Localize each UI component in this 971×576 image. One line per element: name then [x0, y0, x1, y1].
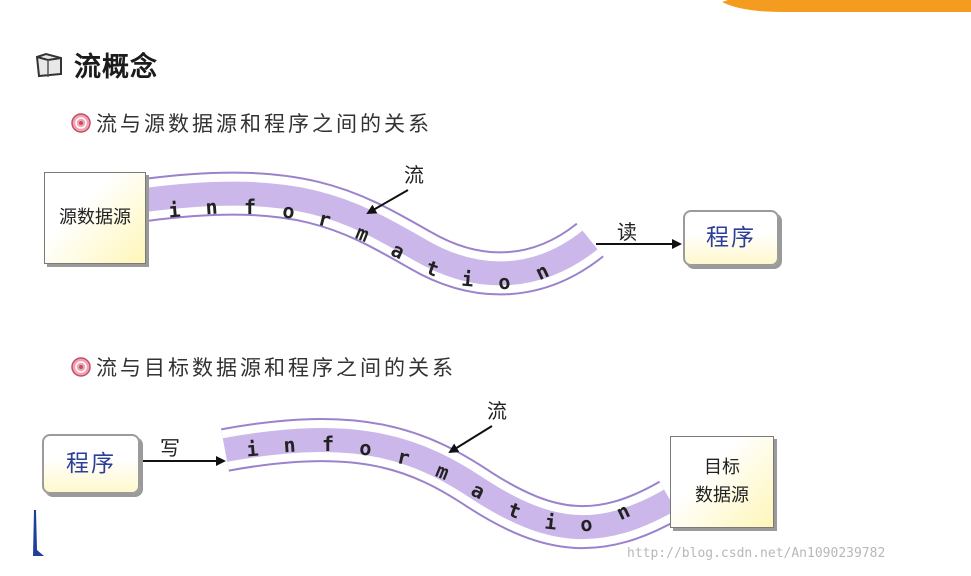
page-heading: 流概念 — [34, 46, 158, 83]
bottom-stream-letter: i — [245, 437, 259, 462]
target-data-box: 目标 数据源 — [670, 436, 774, 528]
top-stream-letter: f — [244, 195, 256, 219]
bottom-section-title: 流与目标数据源和程序之间的关系 — [70, 352, 456, 382]
heading-title: 流概念 — [74, 51, 158, 83]
top-stream-label: 流 — [404, 163, 424, 187]
target-data-line1: 目标 — [704, 457, 740, 478]
program-box-top: 程序 — [683, 210, 779, 266]
bottom-stream-letter: r — [395, 444, 412, 470]
top-stream-letter: o — [497, 269, 511, 294]
bottom-stream-label: 流 — [487, 399, 507, 423]
bottom-stream-letter: o — [579, 511, 593, 536]
source-data-box: 源数据源 — [44, 172, 146, 264]
bottom-section-text: 流与目标数据源和程序之间的关系 — [96, 356, 456, 380]
bullet-icon — [71, 113, 91, 133]
top-stream-letter: i — [167, 198, 181, 223]
top-stream-letter: i — [461, 267, 475, 292]
read-label: 读 — [617, 220, 637, 244]
write-label: 写 — [160, 436, 180, 460]
source-data-label: 源数据源 — [59, 207, 131, 228]
top-stream-letter: r — [316, 206, 333, 232]
bullet-icon — [71, 357, 91, 377]
blue-mark — [33, 510, 44, 556]
folder-icon — [35, 52, 62, 78]
top-stream-letter: o — [282, 199, 296, 224]
bottom-stream-letter: n — [283, 433, 297, 458]
top-stream-letter: n — [205, 195, 219, 220]
program-label-top: 程序 — [706, 225, 756, 251]
corner-accent-bar — [722, 0, 971, 12]
top-stream-pointer-arrow — [366, 189, 409, 214]
program-label-bottom: 程序 — [66, 451, 116, 477]
top-section-text: 流与源数据源和程序之间的关系 — [96, 112, 432, 136]
bottom-stream-letter: i — [543, 509, 557, 534]
bottom-stream-pointer-arrow — [448, 425, 493, 454]
bottom-stream-letter: o — [359, 436, 373, 461]
program-box-bottom: 程序 — [42, 434, 140, 494]
bottom-stream-letter: f — [322, 432, 334, 456]
target-data-line2: 数据源 — [695, 485, 749, 506]
top-stream-band — [142, 171, 604, 296]
top-section-title: 流与源数据源和程序之间的关系 — [70, 108, 432, 138]
bottom-stream-band — [220, 418, 681, 550]
watermark: http://blog.csdn.net/An1090239782 — [627, 546, 886, 561]
